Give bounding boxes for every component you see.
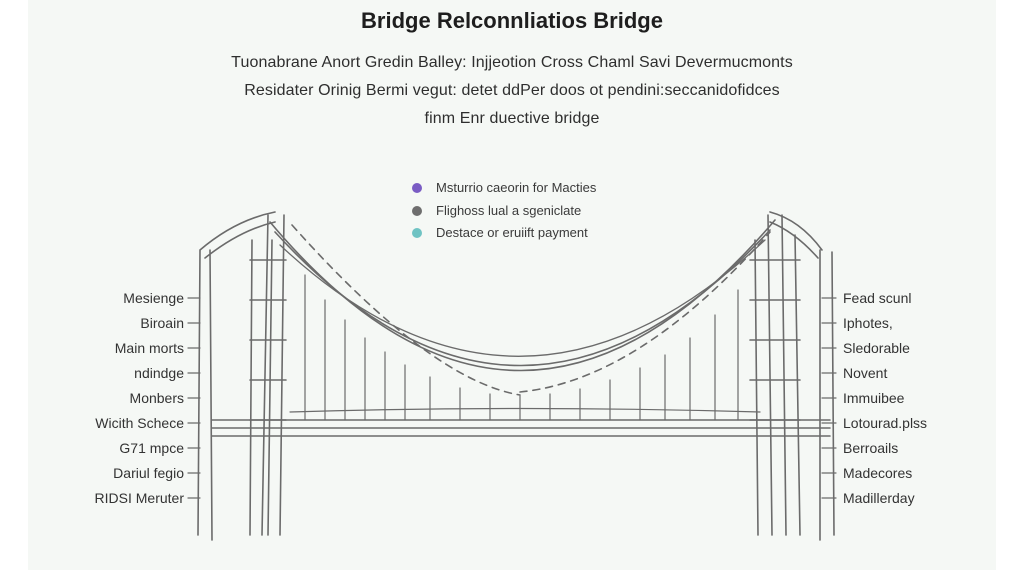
legend-item: Flighoss lual a sgeniclate xyxy=(412,203,581,218)
right-label: Madecores xyxy=(843,465,913,481)
right-label: Berroails xyxy=(843,440,899,456)
right-label: Iphotes, xyxy=(843,315,893,331)
right-label: Immuibee xyxy=(843,390,905,406)
right-label: Sledorable xyxy=(843,340,910,356)
left-label: RIDSI Meruter xyxy=(94,490,184,506)
legend-item: Msturrio caeorin for Macties xyxy=(412,180,596,195)
diagram-title: Bridge Relconnliatios Bridge xyxy=(361,8,663,33)
left-label: Main morts xyxy=(114,340,184,356)
left-label: Mesienge xyxy=(123,290,184,306)
legend-dot-gray xyxy=(412,205,422,216)
legend-item: Destace or eruiift payment xyxy=(412,225,588,240)
right-label: Lotourad.plss xyxy=(843,415,928,431)
left-label: Dariul fegio xyxy=(113,465,184,481)
right-tower xyxy=(754,214,801,536)
subtitle-line-3: finm Enr duective bridge xyxy=(424,110,600,127)
bridge-deck xyxy=(211,419,831,437)
left-label: Biroain xyxy=(140,315,184,331)
left-label: ndindge xyxy=(134,365,184,381)
legend-dot-purple xyxy=(412,182,422,193)
right-label: Fead scunl xyxy=(843,290,912,306)
legend-label: Destace or eruiift payment xyxy=(436,225,588,240)
legend-dot-teal xyxy=(412,227,422,238)
diagram-canvas xyxy=(28,0,996,570)
subtitle-line-1: Tuonabrane Anort Gredin Balley: Injjeoti… xyxy=(231,54,793,71)
left-label: G71 mpce xyxy=(119,440,184,456)
left-label: Monbers xyxy=(129,390,184,406)
subtitle-line-2: Residater Orinig Bermi vegut: detet ddPe… xyxy=(244,82,780,99)
left-tower xyxy=(249,214,285,536)
right-label: Novent xyxy=(843,365,888,381)
right-label: Madillerday xyxy=(843,490,915,506)
left-label: Wicith Schece xyxy=(95,415,184,431)
legend-label: Flighoss lual a sgeniclate xyxy=(436,203,582,218)
legend-label: Msturrio caeorin for Macties xyxy=(436,180,597,195)
